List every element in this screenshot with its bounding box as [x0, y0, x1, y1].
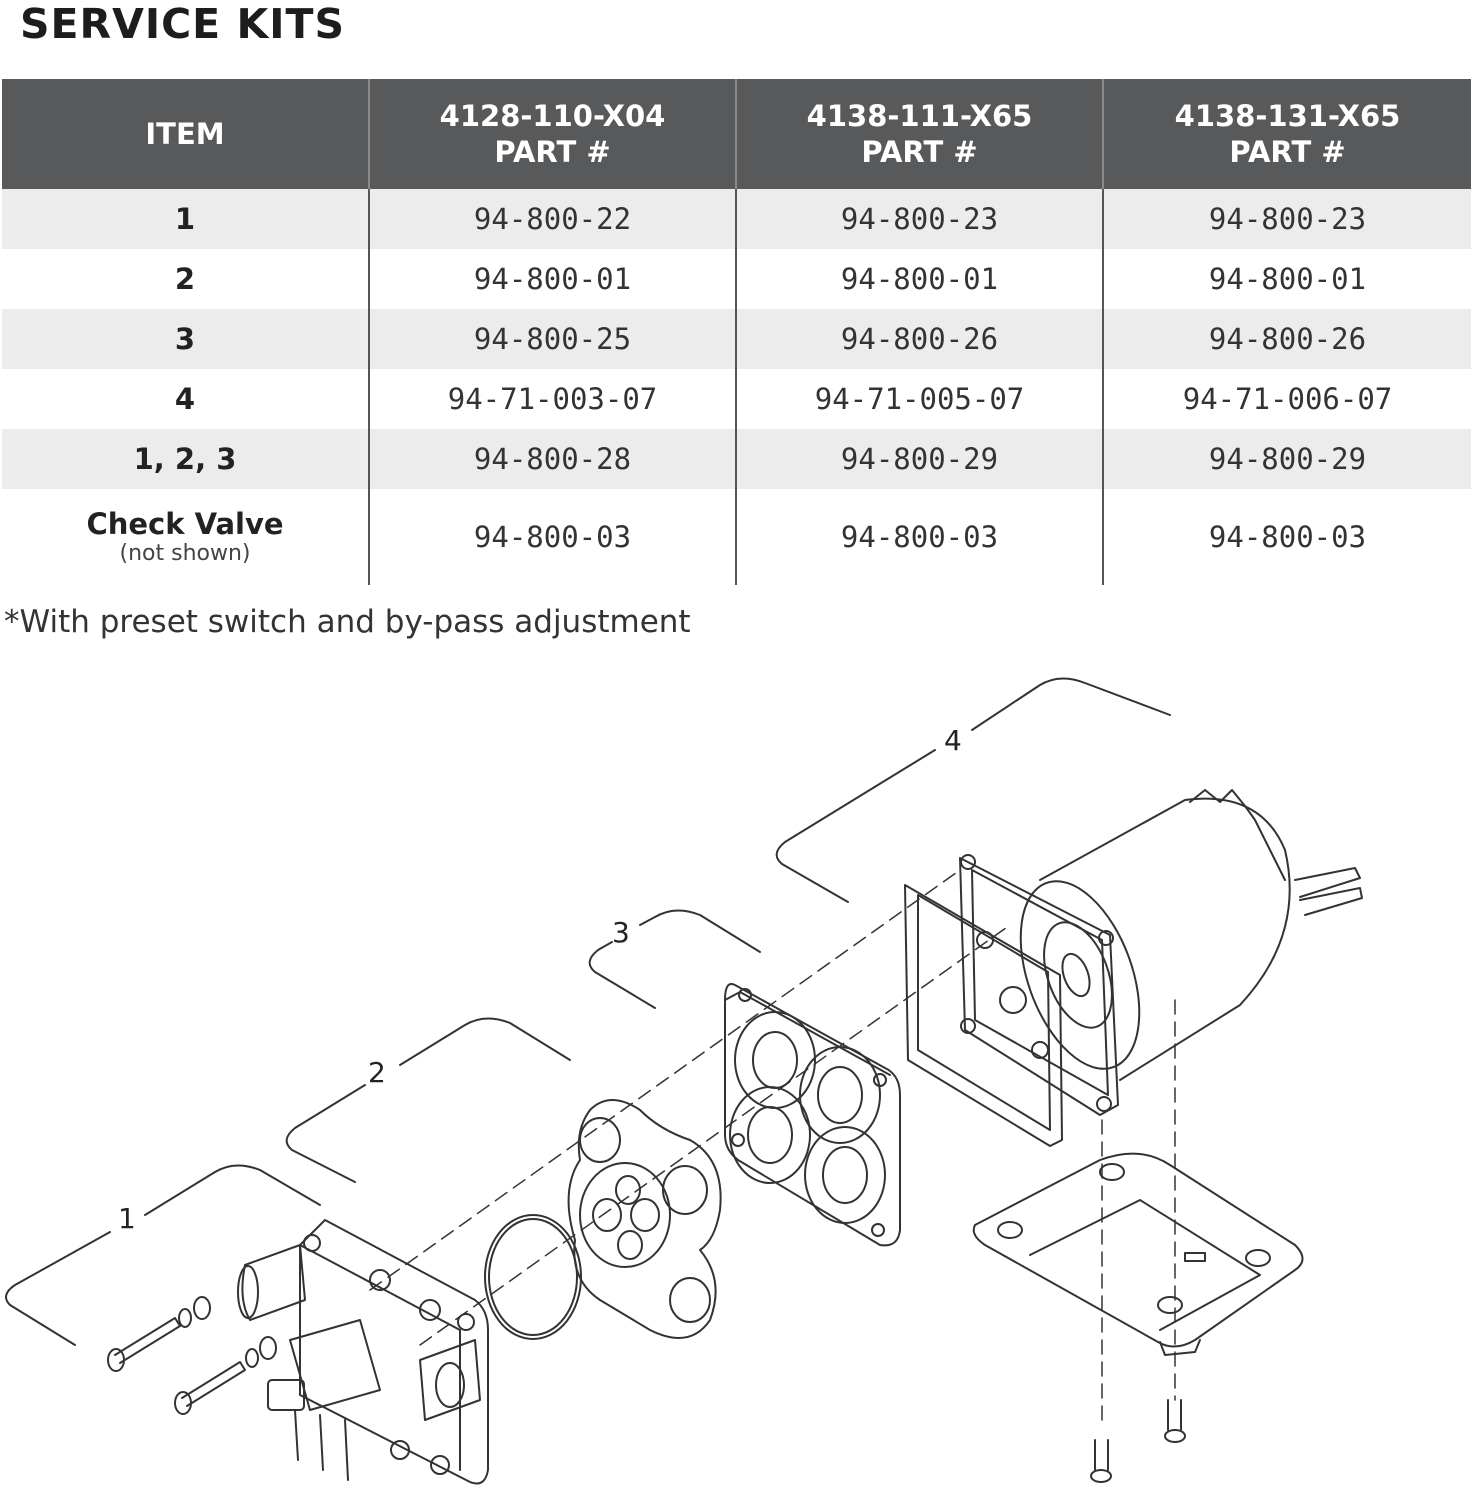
table-row: 4 94-71-003-07 94-71-005-07 94-71-006-07	[2, 369, 1471, 429]
callout-1: 1	[118, 1202, 136, 1235]
item-cell: Check Valve(not shown)	[2, 489, 369, 585]
part-cell: 94-800-25	[368, 309, 736, 369]
motor	[959, 789, 1363, 1116]
table-row: 1, 2, 3 94-800-28 94-800-29 94-800-29	[2, 429, 1471, 489]
part-cell: 94-800-23	[735, 189, 1103, 249]
item-cell: 1	[2, 189, 369, 249]
bracket-2	[285, 1017, 571, 1183]
part-cell: 94-800-01	[368, 249, 736, 309]
bracket-4	[775, 677, 1171, 903]
item-subtext: (not shown)	[119, 541, 251, 566]
callout-4: 4	[944, 724, 962, 757]
mounting-base	[972, 1152, 1304, 1356]
bracket-3	[588, 909, 761, 1009]
callout-2: 2	[368, 1056, 386, 1089]
pump-head	[237, 1219, 489, 1485]
item-cell: 2	[174, 262, 196, 296]
header-item: ITEM	[2, 79, 369, 189]
item-cell: 3	[2, 309, 369, 369]
table-row: 3 94-800-25 94-800-26 94-800-26	[2, 309, 1471, 369]
exploded-pump-diagram: 1 2 3 4	[5, 677, 1363, 1485]
assembly-axis-lines	[369, 869, 1176, 1421]
bracket-1	[5, 1164, 321, 1346]
part-cell: 94-800-01	[735, 249, 1103, 309]
part-cell: 94-800-03	[735, 489, 1103, 585]
item-cell: 4	[174, 382, 196, 416]
screws	[107, 1296, 277, 1415]
part-cell: 94-800-01	[1102, 249, 1471, 309]
valve-plate	[724, 983, 901, 1247]
part-cell: 94-800-26	[735, 309, 1103, 369]
o-ring	[484, 1214, 582, 1340]
callout-3: 3	[612, 916, 630, 949]
part-cell: 94-800-03	[368, 489, 736, 585]
part-cell: 94-71-006-07	[1102, 369, 1471, 429]
table-row: 1 94-800-22 94-800-23 94-800-23	[2, 189, 1471, 249]
part-cell: 94-800-26	[1102, 309, 1471, 369]
footnote: *With preset switch and by-pass adjustme…	[4, 604, 691, 640]
table-row: 2 94-800-01 94-800-01 94-800-01	[2, 249, 1471, 309]
part-cell: 94-71-005-07	[735, 369, 1103, 429]
part-cell: 94-71-003-07	[368, 369, 736, 429]
part-cell: 94-800-23	[1102, 189, 1471, 249]
part-cell: 94-800-29	[1102, 429, 1471, 489]
part-cell: 94-800-22	[368, 189, 736, 249]
gasket	[904, 884, 1063, 1147]
diaphragm	[567, 1099, 722, 1339]
page-title: SERVICE KITS	[20, 0, 345, 48]
part-cell: 94-800-29	[735, 429, 1103, 489]
part-cell: 94-800-03	[1102, 489, 1471, 585]
item-cell: 1, 2, 3	[2, 429, 369, 489]
table-row: Check Valve(not shown) 94-800-03 94-800-…	[2, 489, 1471, 585]
part-cell: 94-800-28	[368, 429, 736, 489]
base-screws	[1090, 1399, 1186, 1483]
